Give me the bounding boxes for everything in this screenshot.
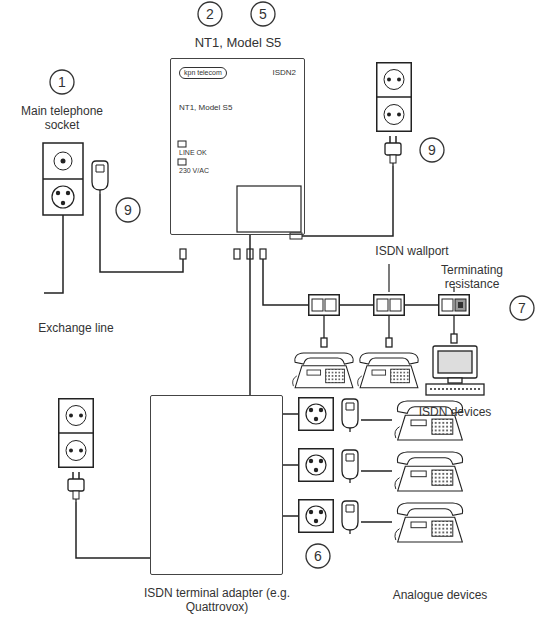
power-cable [76, 502, 150, 558]
isdn-telephone [358, 353, 419, 388]
device-label: ISDN2 [272, 68, 296, 78]
nt1-ports [180, 249, 266, 259]
isdn-telephone [293, 353, 354, 388]
callout-number: 9 [428, 142, 436, 159]
power-outlet [376, 63, 412, 132]
callout-number: 5 [259, 6, 267, 23]
terminating-resistance [439, 295, 470, 316]
analogue-telephone [395, 452, 463, 491]
tae-plug [342, 501, 358, 534]
led-label: 230 V/AC [179, 167, 209, 175]
part-label: Terminating resistance [433, 263, 511, 292]
callout-number: 1 [58, 74, 66, 91]
device-label: NT1, Model S5 [179, 103, 232, 113]
power-plug [68, 472, 84, 502]
led-label: LINE OK [179, 149, 207, 157]
tae-socket [299, 449, 334, 482]
part-label: Analogue devices [393, 588, 488, 602]
brand-logo: kpn telecom [179, 67, 227, 79]
tae-plug [92, 161, 108, 194]
callout-number: 6 [314, 548, 322, 565]
device-cables [321, 316, 457, 347]
cable-connector [249, 235, 251, 395]
exchange-line [44, 215, 63, 293]
isdn-wallport [309, 295, 340, 316]
nt1-box: NT1, Model S5kpn telecomISDN2NT1, Model … [170, 58, 305, 235]
isdn-bus [263, 259, 454, 305]
main-telephone-socket [43, 143, 83, 215]
callout-number: 7 [518, 300, 526, 317]
callout-circles [50, 2, 534, 568]
tae-plug [342, 450, 358, 483]
nt1-details [178, 141, 302, 239]
tae-socket [299, 398, 334, 431]
callout-number: 2 [206, 6, 214, 23]
part-label: Main telephone socket [7, 104, 117, 133]
part-label: ISDN devices [419, 405, 492, 419]
terminal-adapter-box: ISDN terminal adapter (e.g. Quattrovox) [150, 395, 283, 575]
computer [426, 346, 484, 395]
tae-plug [342, 399, 358, 432]
isdn-wallport [374, 295, 405, 316]
power-plug [385, 136, 401, 166]
part-label: ISDN wallport [375, 244, 448, 258]
device-heading: NT1, Model S5 [195, 35, 282, 51]
callout-number: 9 [124, 202, 132, 219]
power-outlet [58, 399, 94, 468]
analogue-telephone [395, 503, 463, 542]
power-cable [302, 166, 393, 236]
device-caption: ISDN terminal adapter (e.g. Quattrovox) [142, 586, 292, 615]
tae-socket [299, 500, 334, 533]
part-label: Exchange line [38, 321, 113, 335]
